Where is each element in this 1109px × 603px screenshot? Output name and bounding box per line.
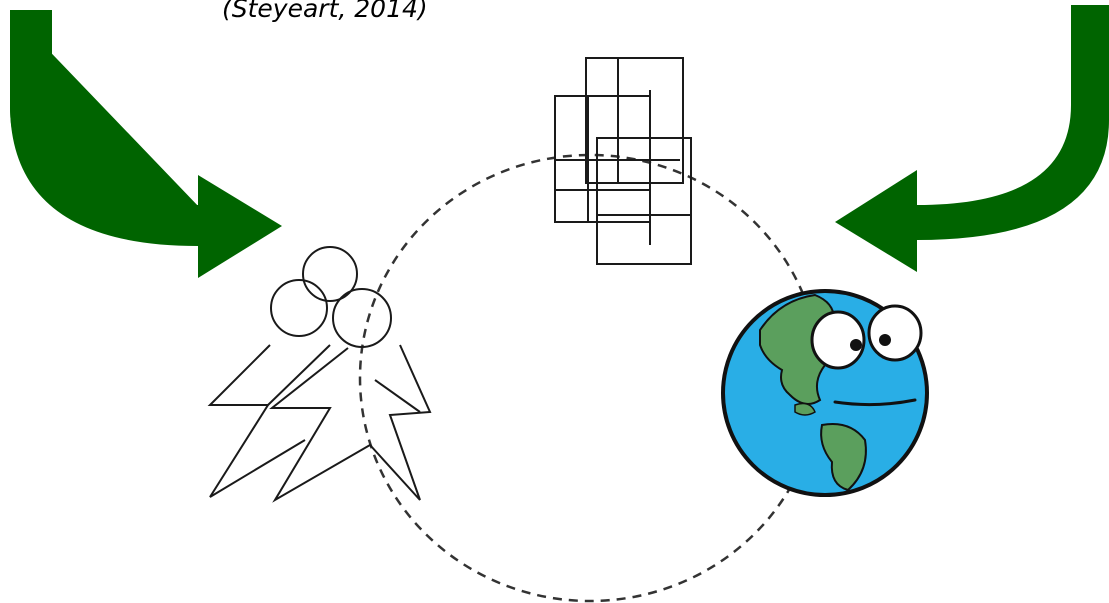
left-curved-arrow-icon bbox=[10, 10, 282, 278]
documents-icon bbox=[554, 57, 692, 265]
right-curved-arrow-icon bbox=[835, 5, 1109, 272]
people-icon bbox=[207, 246, 432, 503]
earth-icon bbox=[721, 289, 929, 497]
citation-text: (Steyeart, 2014) bbox=[222, 0, 428, 23]
